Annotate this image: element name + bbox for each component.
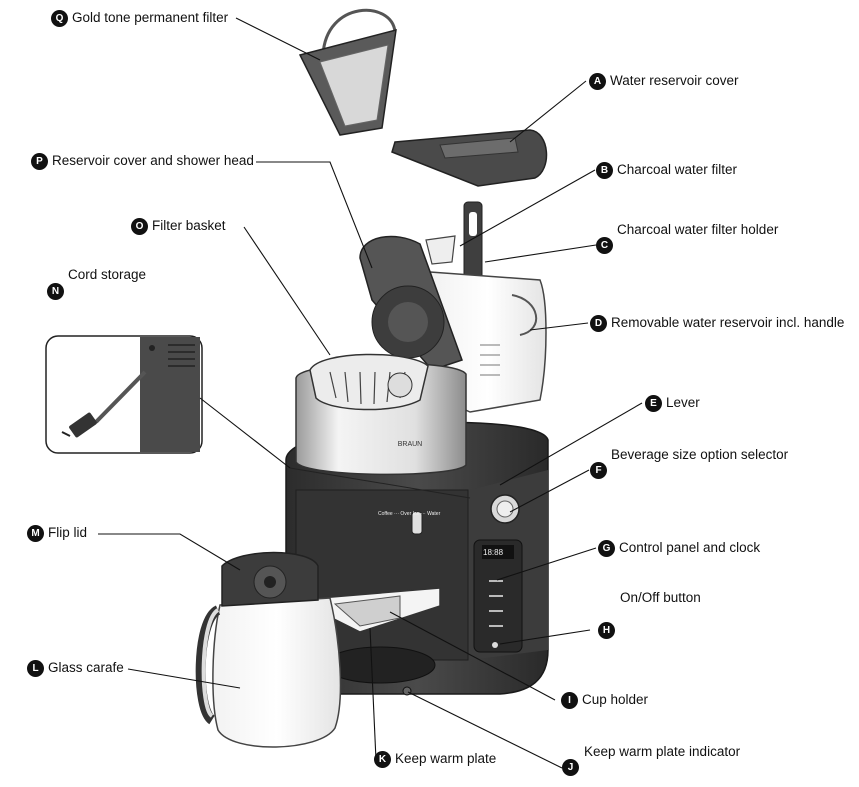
label-control-panel-clock: Control panel and clock — [619, 540, 761, 555]
label-reservoir-cover-shower-head: Reservoir cover and shower head — [52, 153, 254, 168]
permanent-filter — [298, 8, 397, 136]
badge-q: Q — [51, 10, 68, 27]
badge-k: K — [374, 751, 391, 768]
badge-j: J — [562, 759, 579, 776]
label-removable-water-reservoir: Removable water reservoir incl. handle — [611, 315, 845, 330]
badge-a: A — [589, 73, 606, 90]
badge-b: B — [596, 162, 613, 179]
badge-g: G — [598, 540, 615, 557]
label-lever: Lever — [666, 395, 700, 410]
cord-storage-inset — [45, 335, 203, 454]
label-cup-holder: Cup holder — [582, 692, 649, 707]
label-charcoal-water-filter-holder: Charcoal water filter holder — [617, 222, 779, 237]
badge-h: H — [598, 622, 615, 639]
label-water-reservoir-cover: Water reservoir cover — [610, 73, 739, 88]
badge-f: F — [590, 462, 607, 479]
label-beverage-size-selector: Beverage size option selector — [611, 447, 789, 462]
label-gold-tone-permanent-filter: Gold tone permanent filter — [72, 10, 229, 25]
badge-p: P — [31, 153, 48, 170]
badge-o: O — [131, 218, 148, 235]
shower-head-cover — [359, 235, 463, 371]
label-charcoal-water-filter: Charcoal water filter — [617, 162, 738, 177]
water-reservoir-cover — [391, 129, 548, 187]
badge-e: E — [645, 395, 662, 412]
leader-lines — [98, 17, 643, 769]
label-filter-basket: Filter basket — [152, 218, 226, 233]
label-on-off-button: On/Off button — [620, 590, 701, 605]
brew-head: BRAUN — [295, 353, 467, 476]
badge-c: C — [596, 237, 613, 254]
glass-carafe — [195, 551, 342, 748]
cup-holder — [319, 587, 441, 633]
badge-m: M — [27, 525, 44, 542]
label-cord-storage: Cord storage — [68, 267, 147, 282]
label-keep-warm-plate-indicator: Keep warm plate indicator — [584, 744, 741, 759]
selector-text: Coffee ··· Over Ice ··· Water — [378, 511, 441, 517]
label-flip-lid: Flip lid — [48, 525, 88, 540]
brand-text: BRAUN — [398, 441, 423, 448]
clock-display: 18:88 — [483, 548, 504, 557]
label-keep-warm-plate: Keep warm plate — [395, 751, 497, 766]
badge-d: D — [590, 315, 607, 332]
badge-i: I — [561, 692, 578, 709]
badge-l: L — [27, 660, 44, 677]
badge-n: N — [47, 283, 64, 300]
label-glass-carafe: Glass carafe — [48, 660, 124, 675]
